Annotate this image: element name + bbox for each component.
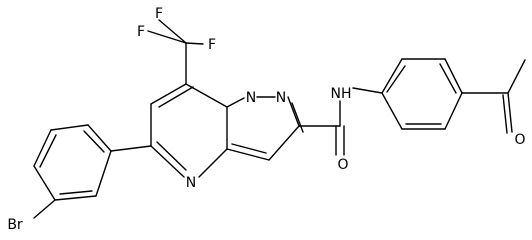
bond-1 — [147, 30, 187, 44]
atom-n-pyrimidine: N — [186, 175, 196, 191]
bond-17 — [231, 143, 267, 154]
bond-14 — [291, 102, 304, 133]
atom-n-pyrazole-left: N — [246, 90, 256, 106]
atom-f-right: F — [208, 37, 216, 53]
bond-2 — [185, 42, 204, 45]
bond-15 — [268, 125, 300, 161]
atom-f-top: F — [155, 6, 163, 22]
bond-45 — [59, 190, 93, 195]
bond-34 — [507, 59, 526, 94]
bond-47 — [33, 199, 56, 219]
bond-28 — [439, 63, 457, 94]
bond-6 — [158, 86, 194, 108]
bond-43 — [33, 165, 56, 201]
bond-8 — [150, 145, 185, 178]
bond-41 — [33, 129, 52, 167]
bond-27 — [444, 58, 463, 94]
bond-13 — [287, 96, 300, 127]
bond-5 — [150, 83, 187, 105]
bond-9 — [156, 141, 187, 171]
bond-12 — [226, 97, 245, 108]
bond-35 — [507, 92, 513, 133]
bond-32 — [381, 92, 403, 130]
bond-40 — [50, 124, 89, 131]
atom-br: Br — [7, 217, 23, 233]
bond-25 — [386, 65, 406, 93]
bond-44 — [54, 195, 97, 201]
bond-37 — [110, 145, 152, 152]
bond-23 — [352, 87, 383, 94]
atom-o-ketone: O — [514, 132, 525, 148]
atom-o-amide: O — [337, 157, 348, 173]
bond-10 — [198, 148, 228, 178]
bond-46 — [95, 150, 112, 197]
bond-39 — [83, 130, 105, 153]
bond-42 — [39, 134, 57, 168]
bond-16 — [226, 148, 270, 161]
bond-0 — [158, 19, 187, 44]
bond-29 — [444, 92, 463, 130]
bond-layer — [33, 19, 526, 219]
atom-f-left: F — [137, 24, 145, 40]
atom-nh-amide: NH — [331, 86, 352, 102]
bond-24 — [381, 58, 403, 94]
bond-36 — [502, 94, 508, 134]
atom-n-pyrazole-right: N — [276, 90, 286, 106]
bond-38 — [87, 124, 112, 152]
